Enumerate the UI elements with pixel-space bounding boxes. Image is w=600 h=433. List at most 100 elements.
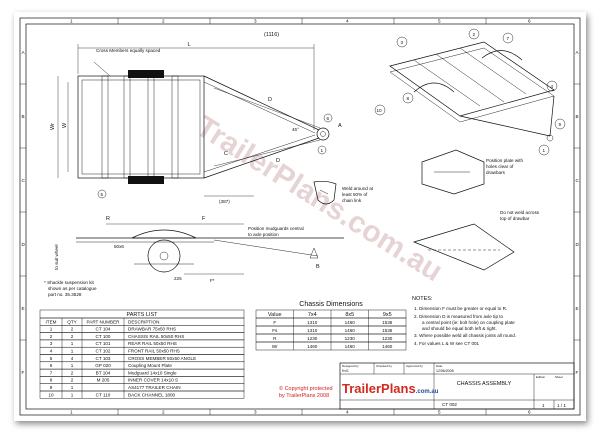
brand-logo: TrailerPlans.com.au <box>342 381 439 396</box>
notes-title: NOTES: <box>412 296 433 302</box>
table-cell: CT 102 <box>96 349 111 354</box>
table-cell: CHASSIS RAIL 50x50 RHS <box>128 334 184 339</box>
wheel-bottom <box>128 176 164 184</box>
table-cell: 1 <box>71 385 74 390</box>
dim-R: R <box>106 216 110 222</box>
table-cell: 1536 <box>382 320 393 325</box>
edition: 1 <box>542 403 545 408</box>
table-cell: 2 <box>71 327 74 332</box>
table-cell: 9 <box>50 385 53 390</box>
table-cell: Coupling Mount Plate <box>128 363 172 368</box>
svg-text:6: 6 <box>528 19 531 24</box>
svg-text:8: 8 <box>407 96 410 101</box>
table-cell: M 205 <box>97 378 110 383</box>
svg-text:F: F <box>22 370 25 375</box>
dim-D: D <box>268 97 272 103</box>
dim-F: F <box>202 216 206 222</box>
table-cell: 6 <box>50 363 53 368</box>
svg-text:7: 7 <box>507 36 510 41</box>
balloon-2: 2 <box>468 28 480 40</box>
table-cell: Wr <box>272 344 278 349</box>
svg-text:1: 1 <box>70 19 73 24</box>
table-cell: CROSS MEMBER 50x50 ANGLE <box>128 356 196 361</box>
balloon-6: 6 <box>323 113 333 123</box>
notes: NOTES: 1. Dimension F must be greater or… <box>412 296 516 346</box>
table-cell: 1 <box>71 392 74 397</box>
table-cell: 1460 <box>345 344 356 349</box>
table-cell: 2 <box>71 370 74 375</box>
callout-cross-members: Cross Members equally spaced <box>96 48 161 53</box>
svg-text:© Copyright protected: © Copyright protected <box>279 385 333 392</box>
inner-border <box>25 23 575 410</box>
svg-text:Approved by: Approved by <box>406 364 423 368</box>
table-cell: DESCRIPTION <box>128 319 159 324</box>
balloon-8: 8 <box>402 92 414 104</box>
table-row <box>39 390 245 399</box>
mudguard <box>131 229 197 239</box>
svg-text:1: 1 <box>321 148 324 153</box>
sheet-number: 1 / 1 <box>557 403 566 408</box>
svg-text:6: 6 <box>327 116 330 121</box>
table-cell: 1230 <box>382 336 393 341</box>
dim-C: C <box>224 151 228 157</box>
table-cell: PART NUMBER <box>87 319 121 324</box>
table-cell: CT 100 <box>96 334 111 339</box>
table-cell: 1460 <box>345 320 356 325</box>
dim-225: 225 <box>174 276 182 281</box>
svg-text:A: A <box>22 50 26 55</box>
table-cell: 7 <box>50 370 53 375</box>
title-block: Designed by KvS Checked by Approved by D… <box>339 362 575 410</box>
table-cell: Fs <box>272 328 278 333</box>
table-cell: CT 101 <box>96 341 111 346</box>
svg-text:4: 4 <box>346 19 349 24</box>
copyright: © Copyright protected by TrailerPlans 20… <box>279 385 333 399</box>
table-cell: AS4177 TRAILER CHAIN <box>128 385 181 390</box>
table-cell: Value <box>268 312 282 318</box>
svg-text:12/06/2008: 12/06/2008 <box>436 369 454 373</box>
svg-text:3: 3 <box>254 19 257 24</box>
svg-text:5: 5 <box>438 410 441 415</box>
drawbar-bottom <box>203 137 320 179</box>
table-cell: 2 <box>71 334 74 339</box>
table-cell: 8x5 <box>345 312 354 318</box>
table-cell: QTY <box>67 319 76 324</box>
table-cell: 1536 <box>382 328 393 333</box>
table-cell: GP 020 <box>95 363 111 368</box>
drawing-sheet: 1 2 3 4 5 6 1 2 3 4 5 6 A B C D E F A B … <box>14 12 586 421</box>
border-zone-labels: 1 2 3 4 5 6 1 2 3 4 5 6 A B C D E F A B … <box>22 19 580 415</box>
svg-text:Checked by: Checked by <box>376 364 392 368</box>
table-cell: F <box>273 320 276 325</box>
table-cell: 4 <box>50 349 53 354</box>
balloon-1b: 1 <box>538 144 550 156</box>
svg-text:E: E <box>22 306 25 311</box>
side-view: R F 50x6 to suit wheel 225 F* B Position… <box>44 216 344 297</box>
drawing-title: CHASSIS ASSEMBLY <box>457 381 512 387</box>
section-A: A <box>338 123 342 129</box>
table-cell: 5 <box>50 356 53 361</box>
drawing-number: CT 002 <box>442 402 457 407</box>
table-cell: DRAWBAR 75x50 RHS <box>128 327 176 332</box>
dim-387: (387) <box>219 199 230 204</box>
svg-text:10: 10 <box>377 108 383 113</box>
mudguard-iso <box>413 82 455 93</box>
note-2: 2. Dimension D is measured from axle tip… <box>414 314 516 331</box>
table-cell: 1 <box>71 349 74 354</box>
table-cell: 1310 <box>307 328 318 333</box>
table-cell: CT 104 <box>96 327 111 332</box>
svg-text:4: 4 <box>551 84 554 89</box>
note-4: 4. For values L & W see CT 001 <box>414 341 480 346</box>
svg-text:A: A <box>576 50 580 55</box>
table-cell: FRONT RAIL 50x50 RHS <box>128 349 180 354</box>
svg-text:D: D <box>22 242 26 247</box>
cross-member <box>123 75 131 179</box>
parts-list-title: PARTS LIST <box>127 312 159 318</box>
plan-view: L (1116) Wr W D D C 45° A (387) 5 1 6 Cr… <box>50 32 342 204</box>
svg-text:C: C <box>22 178 26 183</box>
